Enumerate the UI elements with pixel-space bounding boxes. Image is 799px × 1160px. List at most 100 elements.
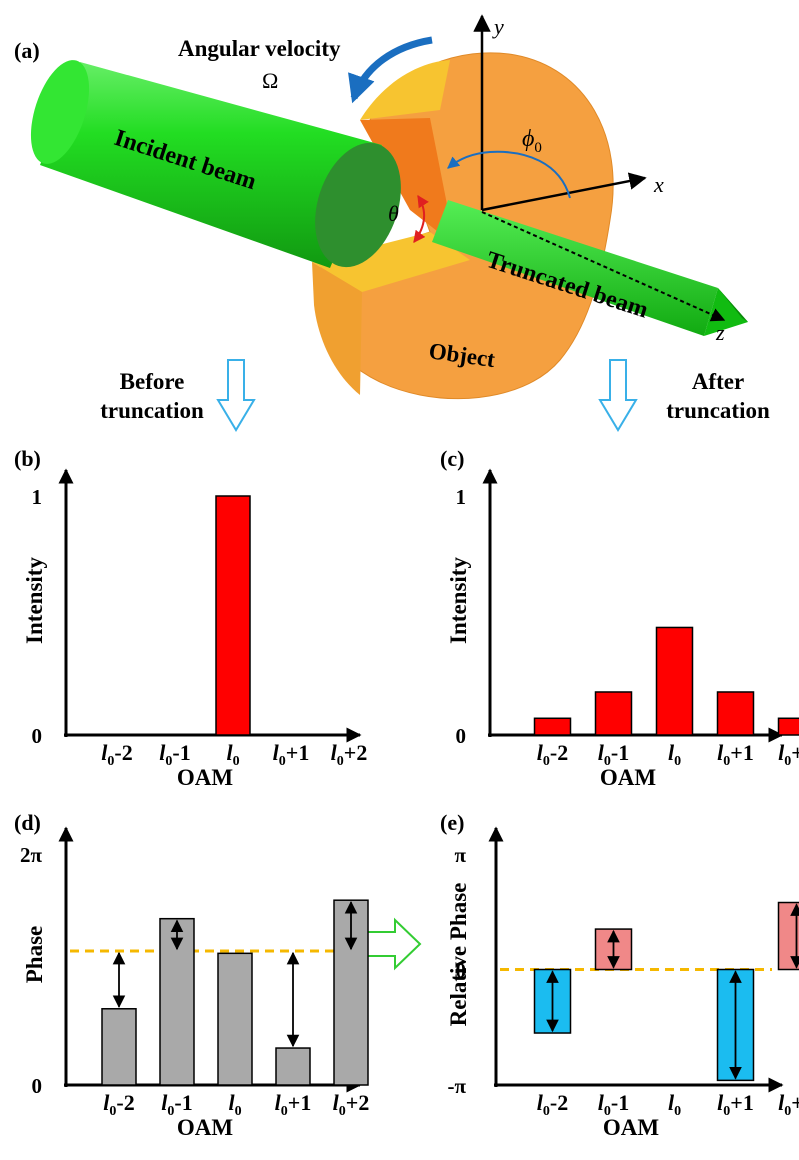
e-xtick-0-sub: 0 [543, 1104, 550, 1119]
phi0-symbol: ϕ0 [522, 126, 542, 156]
e-xtick-0: l0-2 [537, 1090, 568, 1119]
e-xtick-4-sub: 0 [784, 1104, 791, 1119]
b-xtick-1: l0-1 [159, 740, 190, 769]
b-xtick-0-l: l [101, 740, 108, 765]
d-xtick-3-offset: +1 [288, 1090, 312, 1115]
e-xtick-2: l0 [668, 1090, 681, 1119]
c-xtick-2-l: l [668, 740, 675, 765]
d-xtick-2-l: l [228, 1090, 235, 1115]
c-xtick-1: l0-1 [598, 740, 629, 769]
y-axis-label: y [492, 14, 504, 39]
after-label-line1: After [692, 369, 744, 394]
b-ytick-1: 1 [32, 485, 43, 509]
c-bar-1 [594, 691, 633, 736]
b-xtick-4-offset: +2 [344, 740, 368, 765]
d-bar-3 [275, 1047, 311, 1086]
b-xtick-2: l0 [226, 740, 239, 769]
theta-arc-arrow [413, 194, 429, 243]
d-xtick-1-sub: 0 [167, 1104, 174, 1119]
panel-a: (a) θ y x [14, 14, 770, 432]
c-x-label: OAM [600, 765, 657, 790]
e-xtick-0-l: l [537, 1090, 544, 1115]
c-xtick-3-sub: 0 [723, 754, 730, 769]
d-xtick-0: l0-2 [103, 1090, 134, 1119]
d-xtick-0-l: l [103, 1090, 110, 1115]
b-y-label: Intensity [22, 557, 47, 644]
b-xtick-3-l: l [273, 740, 280, 765]
c-y-label: Intensity [446, 557, 471, 644]
e-xtick-4: l0+2 [778, 1090, 799, 1119]
e-y-label: Relative Phase [446, 883, 471, 1027]
e-ytick-1: 0 [456, 959, 467, 983]
e-xtick-3-offset: +1 [730, 1090, 754, 1115]
angular-velocity-label: Angular velocity [178, 36, 341, 61]
truncated-beam [432, 200, 748, 336]
z-axis-label: z [715, 320, 725, 345]
e-xtick-1-offset: -1 [611, 1090, 629, 1115]
c-xtick-2-sub: 0 [674, 754, 681, 769]
d-xtick-3-sub: 0 [281, 1104, 288, 1119]
d-xtick-0-sub: 0 [109, 1104, 116, 1119]
omega-label: Ω [262, 68, 278, 93]
down-arrow-before [216, 359, 256, 432]
b-ytick-0: 0 [32, 724, 43, 748]
b-x-label: OAM [177, 765, 234, 790]
c-xtick-3-l: l [717, 740, 724, 765]
c-xtick-2: l0 [668, 740, 681, 769]
b-xtick-1-l: l [159, 740, 166, 765]
d-xtick-3-l: l [275, 1090, 282, 1115]
b-xtick-3-sub: 0 [279, 754, 286, 769]
e-xtick-1-l: l [598, 1090, 605, 1115]
d-to-e-arrow [359, 917, 422, 971]
panel-e-label: (e) [440, 810, 464, 835]
c-ytick-0: 0 [456, 724, 467, 748]
d-bar-2 [217, 952, 253, 1086]
b-xtick-1-offset: -1 [172, 740, 190, 765]
e-ytick-0: -π [448, 1074, 467, 1098]
e-xtick-3-l: l [717, 1090, 724, 1115]
incident-beam [30, 60, 401, 268]
e-xtick-2-sub: 0 [674, 1104, 681, 1119]
c-xtick-1-offset: -1 [611, 740, 629, 765]
d-x-label: OAM [177, 1115, 234, 1140]
b-xtick-4-sub: 0 [337, 754, 344, 769]
c-bar-3 [716, 691, 755, 736]
c-xtick-0-l: l [537, 740, 544, 765]
x-axis-label: x [653, 172, 664, 197]
e-ytick-2: π [454, 843, 466, 867]
rotation-arrow [348, 36, 433, 104]
c-xtick-4: l0+2 [778, 740, 799, 769]
z-axis-arrow [481, 211, 726, 322]
c-xtick-4-offset: +2 [791, 740, 799, 765]
c-bar-2 [655, 626, 694, 736]
d-xtick-0-offset: -2 [116, 1090, 134, 1115]
e-xtick-1-sub: 0 [604, 1104, 611, 1119]
c-xtick-4-sub: 0 [784, 754, 791, 769]
b-xtick-0-sub: 0 [107, 754, 114, 769]
e-xtick-3: l0+1 [717, 1090, 754, 1119]
c-ytick-1: 1 [456, 485, 467, 509]
c-xtick-0-sub: 0 [543, 754, 550, 769]
after-label-line2: truncation [666, 398, 770, 423]
d-ytick-0: 0 [32, 1074, 43, 1098]
e-xtick-2-l: l [668, 1090, 675, 1115]
d-xtick-2: l0 [228, 1090, 241, 1119]
panel-a-label: (a) [14, 38, 40, 63]
panel-d-label: (d) [14, 810, 41, 835]
b-xtick-3: l0+1 [273, 740, 310, 769]
b-xtick-3-offset: +1 [286, 740, 310, 765]
down-arrow-after [598, 359, 638, 432]
d-xtick-4-sub: 0 [339, 1104, 346, 1119]
b-xtick-0-offset: -2 [114, 740, 132, 765]
d-bar-4 [333, 899, 369, 1086]
phi0-arc-arrow [447, 150, 571, 199]
before-label-line1: Before [120, 369, 185, 394]
before-label-line2: truncation [100, 398, 204, 423]
e-xtick-4-offset: +2 [791, 1090, 799, 1115]
c-xtick-4-l: l [778, 740, 785, 765]
